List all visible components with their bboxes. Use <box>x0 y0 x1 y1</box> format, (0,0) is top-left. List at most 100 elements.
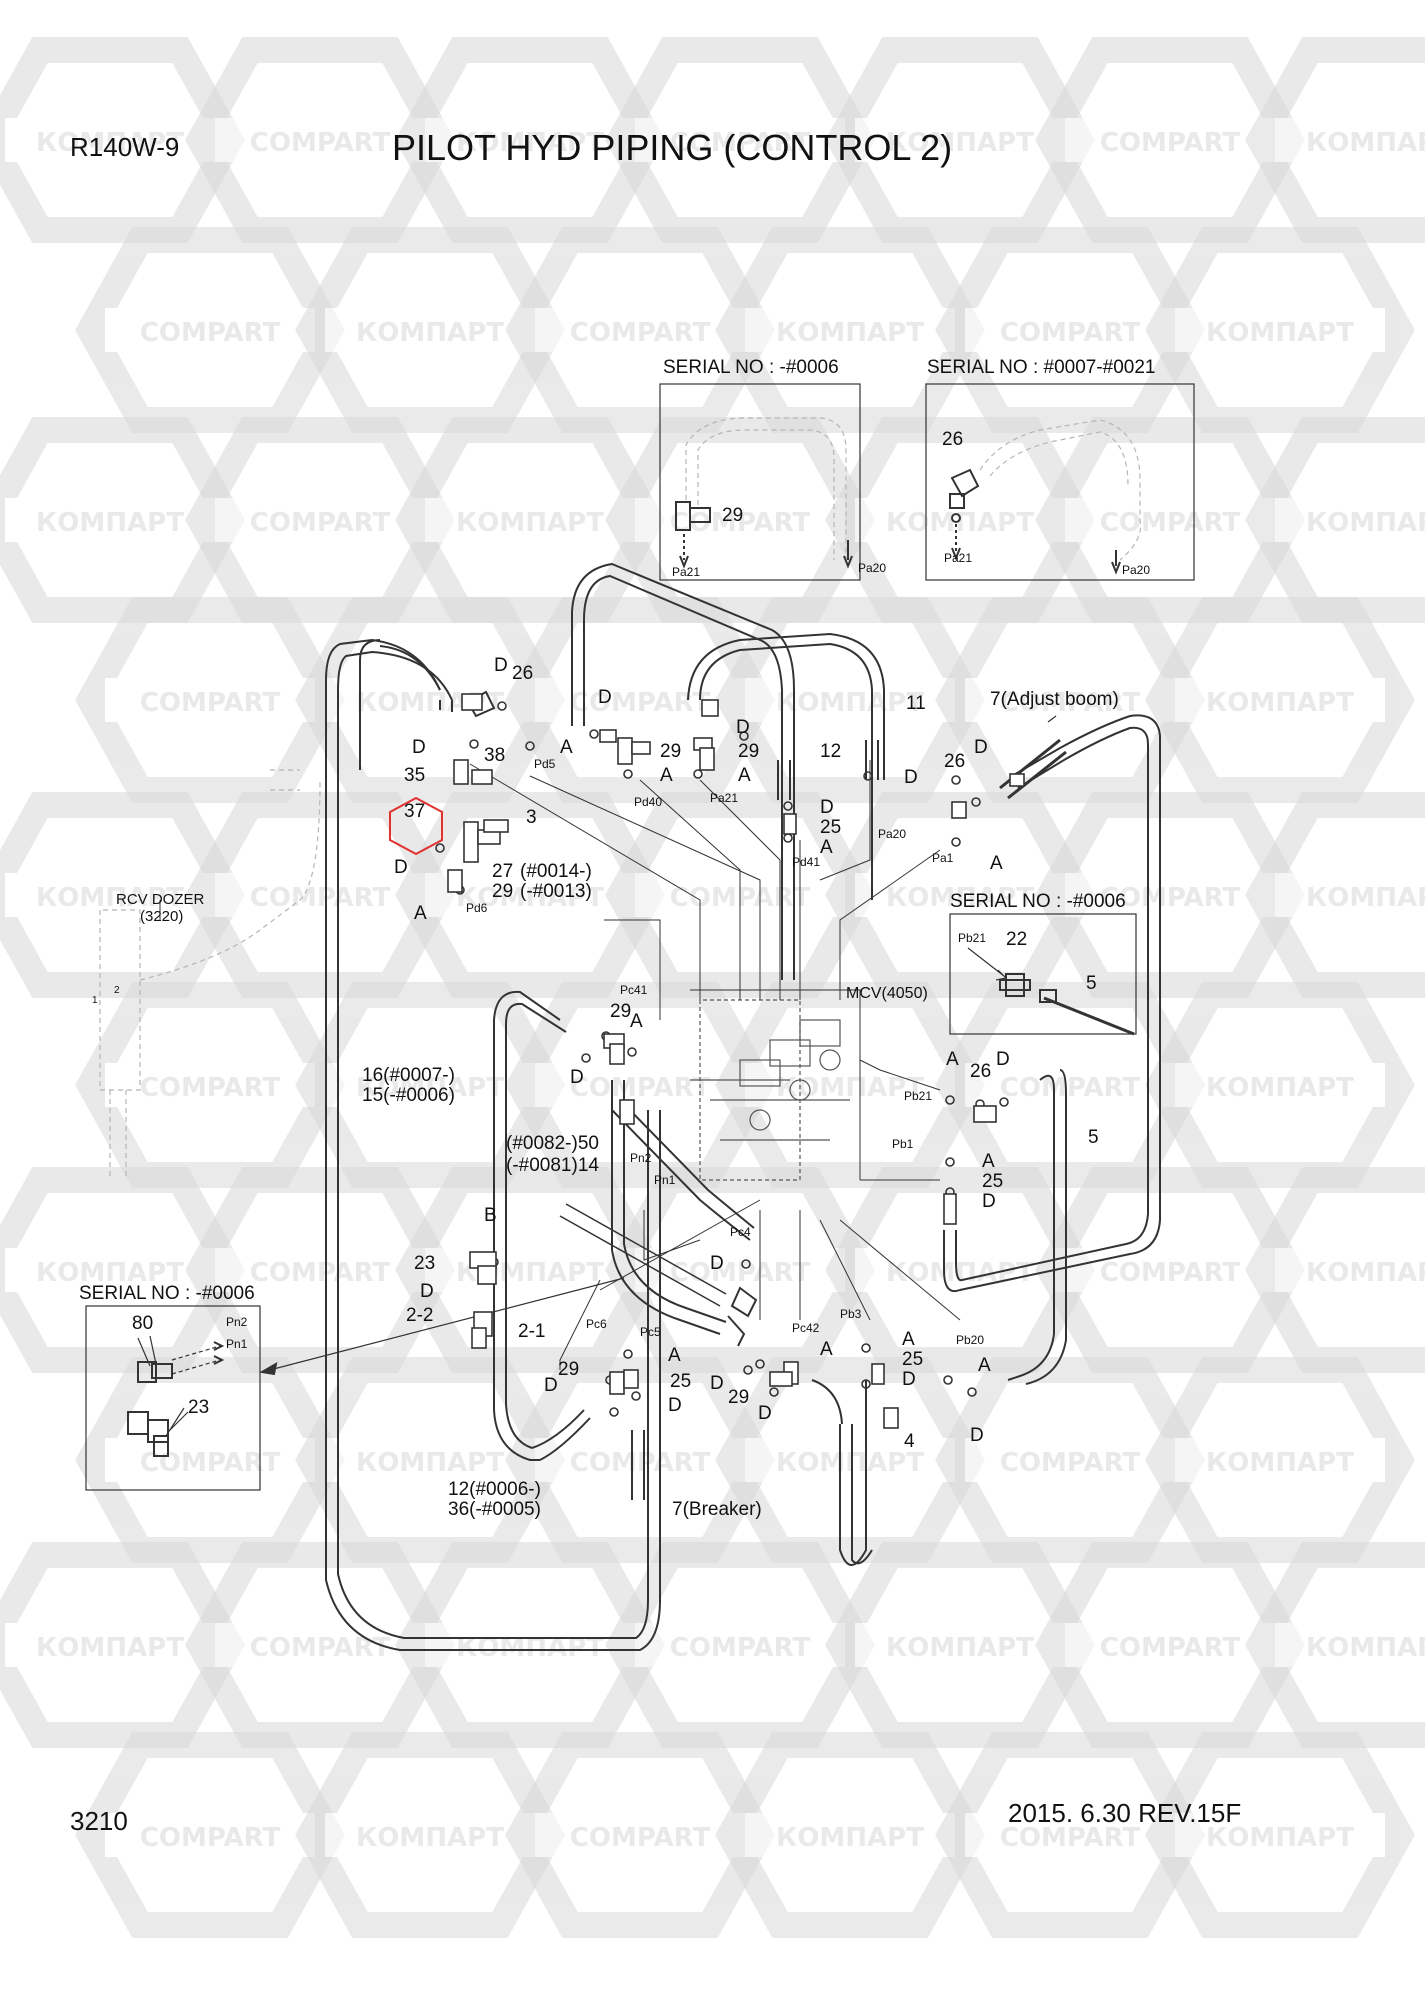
fitting <box>883 1407 899 1429</box>
fitting <box>447 869 463 893</box>
svg-text:КОМПАРТ: КОМПАРТ <box>356 318 504 348</box>
callout-c26-r: 26 <box>970 1061 992 1082</box>
svg-text:COMPART: COMPART <box>570 318 711 348</box>
callout-cA-r: A <box>946 1049 959 1070</box>
callout-cDa: D <box>494 655 508 676</box>
svg-text:COMPART: COMPART <box>670 1258 811 1288</box>
svg-text:КОМПАРТ: КОМПАРТ <box>776 1823 924 1853</box>
fitting <box>1009 773 1025 787</box>
fitting <box>599 729 617 743</box>
callout-c25-pb1: 25 <box>982 1171 1004 1192</box>
svg-text:COMPART: COMPART <box>670 128 811 158</box>
inset-bottom-left-serial: SERIAL NO : -#0006 <box>79 1283 255 1304</box>
o-ring <box>525 741 535 751</box>
o-ring <box>631 1391 641 1401</box>
inset-ghost-hoses <box>685 417 1142 561</box>
fitting <box>463 821 479 863</box>
watermark-logo: КОМПАРТ <box>1245 1542 1425 1748</box>
inset-right-serial: SERIAL NO : -#0006 <box>950 891 1126 912</box>
callout-cA-pc5: A <box>668 1345 681 1366</box>
callout-cA-pc42: A <box>820 1339 833 1360</box>
inset-right-part-a: 22 <box>1006 929 1028 950</box>
o-ring <box>743 1365 753 1375</box>
callout-pc41: Pc41 <box>620 983 648 997</box>
svg-text:КОМПАРТ: КОМПАРТ <box>1306 128 1425 158</box>
svg-text:COMPART: COMPART <box>250 883 391 913</box>
rcv-dozer-code: (3220) <box>140 908 184 925</box>
inset-bottom-left-port-a: Pn2 <box>226 1315 248 1329</box>
svg-text:COMPART: COMPART <box>1000 1448 1141 1478</box>
svg-text:КОМПАРТ: КОМПАРТ <box>356 1448 504 1478</box>
callout-cA-pb3: A <box>902 1329 915 1350</box>
callout-c12: 12 <box>820 741 842 762</box>
watermark-logo: COMPART <box>505 1732 775 1938</box>
watermark-logo: КОМПАРТ <box>1245 417 1425 623</box>
port-leaders <box>469 760 961 1370</box>
inset-bottom-left-port-b: Pn1 <box>226 1337 248 1351</box>
callout-c2-2: 2-2 <box>406 1305 434 1326</box>
hose-right-5 <box>1007 1069 1067 1385</box>
svg-text:КОМПАРТ: КОМПАРТ <box>776 318 924 348</box>
watermark-logo: COMPART <box>185 1542 455 1748</box>
callout-c26a: 26 <box>512 663 534 684</box>
callout-c25a: 25 <box>820 817 842 838</box>
callout-cD-m1: D <box>598 687 612 708</box>
o-ring <box>951 837 961 847</box>
watermark-logo: COMPART <box>185 417 455 623</box>
svg-text:КОМПАРТ: КОМПАРТ <box>776 1073 924 1103</box>
svg-text:КОМПАРТ: КОМПАРТ <box>1206 318 1354 348</box>
page-code: 3210 <box>70 1806 128 1836</box>
svg-text:КОМПАРТ: КОМПАРТ <box>886 1258 1034 1288</box>
o-ring <box>469 739 479 749</box>
svg-text:COMPART: COMPART <box>670 1633 811 1663</box>
o-ring <box>861 1343 871 1353</box>
inset-right-part-b: 5 <box>1086 973 1097 994</box>
svg-text:КОМПАРТ: КОМПАРТ <box>1206 1823 1354 1853</box>
watermark-logo: КОМПАРТ <box>1245 37 1425 243</box>
callout-cD-r: D <box>996 1049 1010 1070</box>
o-ring <box>741 1259 751 1269</box>
callout-cD-pb1: D <box>982 1191 996 1212</box>
svg-text:КОМПАРТ: КОМПАРТ <box>1206 1073 1354 1103</box>
hose-top-loop <box>571 562 885 980</box>
fitting <box>943 1193 957 1225</box>
svg-text:КОМПАРТ: КОМПАРТ <box>886 1633 1034 1663</box>
fitting <box>871 1363 885 1385</box>
callout-c27: 27 <box>492 861 514 882</box>
o-ring <box>943 1375 953 1385</box>
rcv-port-1: 1 <box>92 995 98 1006</box>
page-title: PILOT HYD PIPING (CONTROL 2) <box>392 127 953 168</box>
o-ring <box>769 1387 779 1397</box>
callout-cA-pd6: A <box>414 903 427 924</box>
inset-frame-bottom-left <box>85 1305 261 1491</box>
fitting <box>769 1371 793 1387</box>
svg-text:COMPART: COMPART <box>1000 1073 1141 1103</box>
callout-c50: (#0082-)50 <box>506 1133 599 1154</box>
o-ring <box>783 833 793 843</box>
svg-text:COMPART: COMPART <box>140 688 281 718</box>
fitting <box>699 747 715 771</box>
callout-c29s: (-#0013) <box>520 881 592 902</box>
inset-top-right-serial: SERIAL NO : #0007-#0021 <box>927 357 1156 378</box>
watermark-logo: КОМПАРТ <box>1145 1732 1415 1938</box>
mcv-label: MCV(4050) <box>846 985 928 1002</box>
callout-cA-pd5: A <box>560 737 573 758</box>
inset-top-right-port-left: Pa21 <box>944 551 973 565</box>
callout-c37: 37 <box>404 801 426 822</box>
o-ring <box>627 1047 637 1057</box>
svg-text:КОМПАРТ: КОМПАРТ <box>356 1073 504 1103</box>
callout-c15: 15(-#0006) <box>362 1085 455 1106</box>
fitting <box>617 737 633 765</box>
callout-cD-25: D <box>820 797 834 818</box>
mcv-block <box>690 989 861 1181</box>
callout-c12b: 12(#0006-) <box>448 1479 541 1500</box>
watermark-logo: COMPART <box>185 37 455 243</box>
hose-4 <box>811 1379 873 1566</box>
svg-text:КОМПАРТ: КОМПАРТ <box>1306 508 1425 538</box>
svg-text:COMPART: COMPART <box>1000 1823 1141 1853</box>
o-ring <box>861 1379 871 1389</box>
callout-c16: 16(#0007-) <box>362 1065 455 1086</box>
watermark-logo: КОМПАРТ <box>715 1732 985 1938</box>
watermark-logo: COMPART <box>75 1732 345 1938</box>
o-ring <box>739 731 749 741</box>
